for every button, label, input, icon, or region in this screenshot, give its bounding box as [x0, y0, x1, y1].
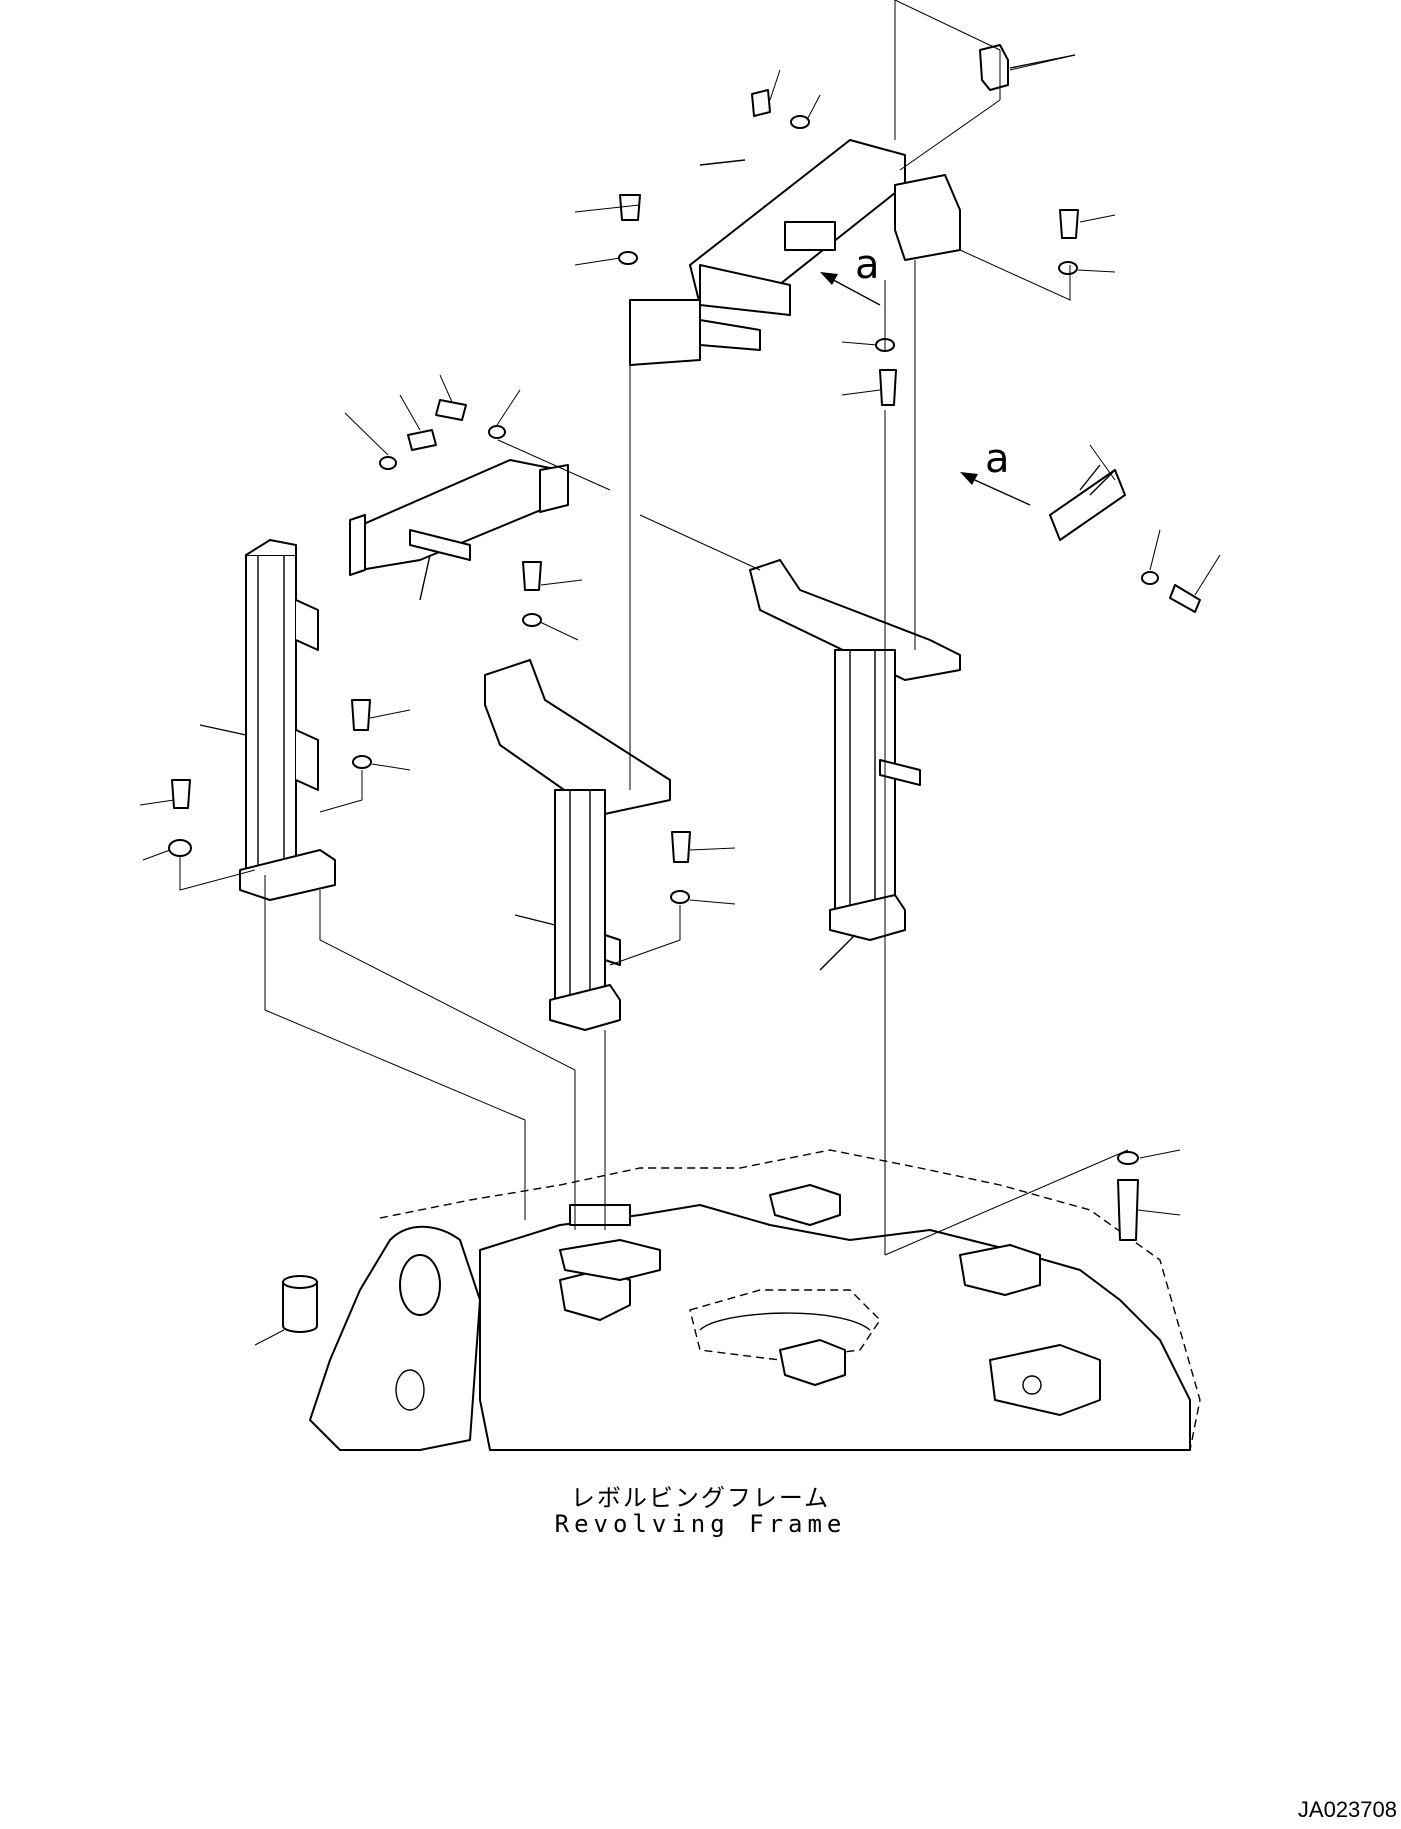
assembly-lines — [179, 0, 1129, 1256]
bolt — [522, 561, 542, 591]
caption-japanese: レボルビングフレーム — [570, 1484, 831, 1512]
washer — [488, 425, 506, 439]
spacer-collar — [282, 1275, 318, 1289]
washer — [379, 456, 397, 470]
bolt — [171, 779, 191, 809]
cover-plate — [1049, 464, 1126, 541]
fasteners — [168, 89, 1201, 1241]
washer — [1141, 571, 1159, 585]
bolt — [1169, 584, 1201, 613]
view-letter-a-2: a — [985, 436, 1010, 482]
bolt — [619, 194, 641, 221]
left-upper-bracket — [349, 459, 569, 601]
bolt — [751, 89, 771, 117]
nut — [168, 839, 192, 857]
washer — [790, 115, 810, 129]
washer — [522, 613, 542, 627]
caption-english: Revolving Frame — [554, 1510, 847, 1538]
bolt — [879, 369, 897, 406]
washer — [352, 755, 372, 769]
top-right-bracket — [979, 44, 1076, 91]
washer — [618, 251, 638, 265]
bolt — [1059, 209, 1079, 239]
bolt — [671, 831, 691, 863]
revolving-frame — [282, 1149, 1201, 1451]
view-letter-a: a — [855, 242, 880, 288]
top-frame — [629, 139, 961, 366]
view-arrows: a a — [820, 242, 1031, 506]
washer — [670, 890, 690, 904]
bolt — [407, 429, 437, 451]
right-column — [749, 559, 961, 971]
washer — [1117, 1151, 1139, 1165]
bolt — [351, 699, 371, 731]
washer — [1058, 261, 1078, 275]
bolt — [435, 399, 467, 421]
leader-lines — [139, 54, 1221, 1346]
left-column — [199, 539, 336, 901]
center-column — [484, 659, 671, 1031]
bolt — [1117, 1179, 1139, 1241]
drawing-number: JA023708 — [1297, 1797, 1397, 1822]
